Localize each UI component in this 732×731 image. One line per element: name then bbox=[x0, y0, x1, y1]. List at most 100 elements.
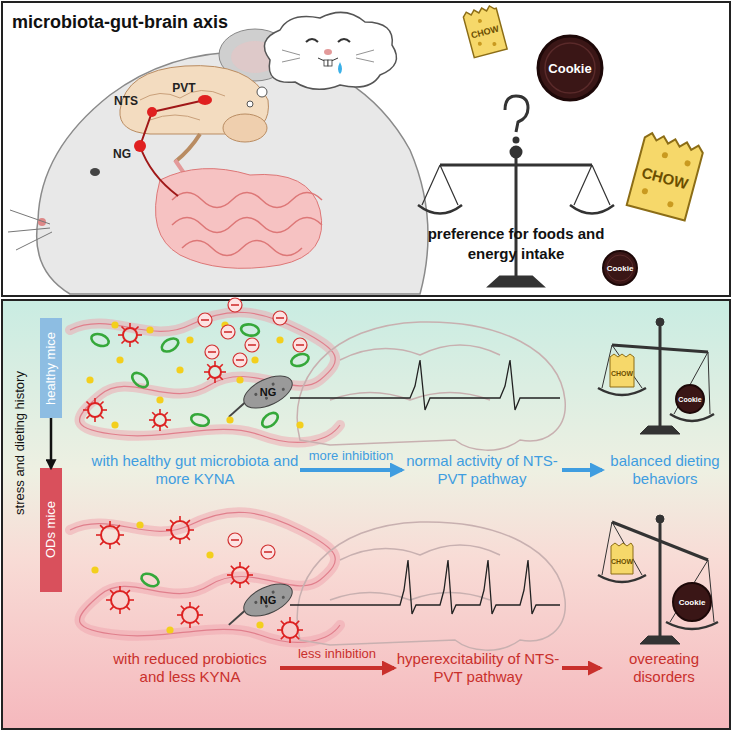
probiotic bbox=[240, 323, 260, 337]
kyna-dot bbox=[146, 326, 153, 333]
pathogen bbox=[122, 327, 126, 331]
balance-scale bbox=[440, 164, 592, 167]
edge-label: more inhibition bbox=[309, 448, 394, 463]
pathogen bbox=[166, 419, 171, 421]
brain-outline bbox=[330, 545, 500, 600]
inhibition-symbol bbox=[228, 533, 242, 547]
scale-overeating bbox=[673, 583, 711, 621]
spike-trace bbox=[290, 560, 560, 614]
pathogen bbox=[119, 534, 124, 536]
inhibition-symbol bbox=[248, 344, 256, 346]
brain-outline bbox=[297, 322, 565, 650]
pathogen bbox=[94, 398, 96, 403]
thought-bubble bbox=[264, 12, 396, 89]
inhibition-symbol bbox=[236, 359, 244, 361]
inhibition-symbol bbox=[228, 533, 242, 547]
inhibition-symbol bbox=[198, 313, 212, 327]
pathogen bbox=[129, 323, 131, 328]
node-text: overeating disorders bbox=[600, 650, 728, 686]
scale-healthy bbox=[612, 345, 708, 352]
kyna-dot bbox=[116, 356, 123, 363]
balance-scale bbox=[490, 277, 542, 286]
pathogen bbox=[96, 534, 101, 536]
inhibition-symbol bbox=[224, 331, 232, 333]
nodose-ganglion bbox=[254, 392, 258, 396]
bottom-panel bbox=[2, 300, 730, 729]
inhibition-symbol bbox=[231, 304, 239, 306]
pathogen bbox=[111, 591, 129, 609]
kyna-dot bbox=[136, 521, 143, 528]
chow-bag bbox=[667, 201, 674, 208]
pathogen bbox=[119, 586, 121, 591]
mouse-illustration bbox=[37, 52, 428, 294]
state-text: with reduced probiotics and less KYNA bbox=[100, 650, 280, 686]
flow-arrow bbox=[300, 468, 402, 472]
microbes bbox=[83, 298, 310, 643]
thought-bubble bbox=[247, 12, 396, 107]
thought-bubble bbox=[257, 87, 267, 97]
scale-healthy bbox=[602, 345, 710, 414]
edge-label: less inhibition bbox=[298, 646, 376, 661]
nodose-ganglion bbox=[239, 369, 297, 415]
pathogen bbox=[164, 424, 168, 428]
outcome-text: overeating disorders bbox=[600, 650, 728, 686]
mouse-illustration bbox=[156, 169, 322, 269]
gut-illustration bbox=[70, 512, 340, 642]
pathogen bbox=[227, 562, 253, 588]
region-label: PVT bbox=[172, 81, 195, 95]
pathogen bbox=[207, 364, 211, 368]
node-text: hyperexcitability of NTS-PVT pathway bbox=[394, 650, 562, 686]
nodose-ganglion bbox=[221, 369, 297, 631]
scale-overeating bbox=[611, 543, 633, 574]
balance-scale bbox=[422, 165, 610, 205]
nodose-ganglion bbox=[281, 595, 285, 599]
pathogen bbox=[106, 599, 111, 601]
probiotic bbox=[130, 370, 151, 390]
kyna-dot bbox=[176, 366, 183, 373]
inhibition-symbol bbox=[208, 351, 216, 353]
pathogen bbox=[135, 340, 139, 344]
chow-bag bbox=[627, 132, 705, 221]
pathogen bbox=[182, 607, 198, 623]
pathogen bbox=[119, 609, 121, 614]
scale-healthy bbox=[640, 426, 680, 434]
balance-scale bbox=[514, 138, 518, 142]
chow-bag bbox=[661, 152, 668, 159]
group-band: healthy mice bbox=[40, 318, 62, 418]
pathogen bbox=[189, 623, 191, 628]
group-label: healthy mice bbox=[43, 332, 59, 405]
nodose-ganglion bbox=[226, 403, 247, 417]
gut-illustration bbox=[70, 312, 340, 442]
pathogen bbox=[106, 586, 134, 614]
brain-outline bbox=[330, 345, 500, 400]
inhibition-symbol bbox=[233, 353, 247, 367]
pathogen bbox=[118, 323, 142, 347]
pathogen bbox=[231, 581, 235, 585]
pathogen bbox=[219, 376, 223, 380]
brain-outline bbox=[297, 322, 565, 450]
pathogen bbox=[87, 415, 91, 419]
flow-arrow bbox=[280, 666, 394, 670]
state-text: with healthy gut microbiota and more KYN… bbox=[90, 452, 300, 488]
inhibition-symbol bbox=[201, 319, 209, 321]
inhibition-symbol bbox=[293, 338, 307, 352]
pathogen bbox=[110, 590, 114, 594]
nodose-ganglion bbox=[254, 600, 258, 604]
inhibition-symbol bbox=[264, 551, 272, 553]
inhibition-symbol bbox=[296, 344, 304, 346]
pathogen bbox=[129, 599, 134, 601]
pathogen bbox=[164, 412, 168, 416]
cookie bbox=[603, 251, 637, 285]
pathogen bbox=[100, 415, 104, 419]
pathogen bbox=[171, 521, 189, 539]
pathogen bbox=[109, 544, 111, 549]
pathogen bbox=[298, 629, 303, 631]
kyna-dot bbox=[186, 336, 193, 343]
region-label: NG bbox=[113, 147, 131, 161]
inhibition-symbol bbox=[198, 313, 212, 327]
kyna-dot bbox=[166, 626, 173, 633]
inhibition-symbol bbox=[261, 545, 275, 559]
kyna-dot bbox=[276, 336, 283, 343]
gut-illustration bbox=[70, 312, 340, 442]
